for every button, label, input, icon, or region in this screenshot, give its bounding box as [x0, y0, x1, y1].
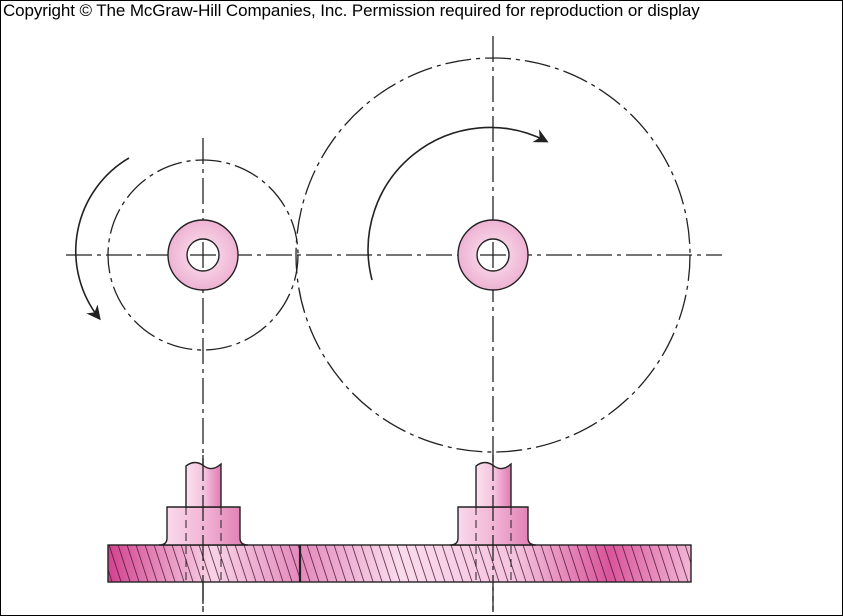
clockwise-arrow [367, 126, 549, 281]
copyright-notice: Copyright © The McGraw-Hill Companies, I… [3, 1, 700, 20]
large-gear-hub [457, 219, 529, 291]
base-plate-section [107, 544, 692, 583]
small-gear-hub [167, 219, 239, 291]
counterclockwise-arrow [75, 157, 130, 321]
